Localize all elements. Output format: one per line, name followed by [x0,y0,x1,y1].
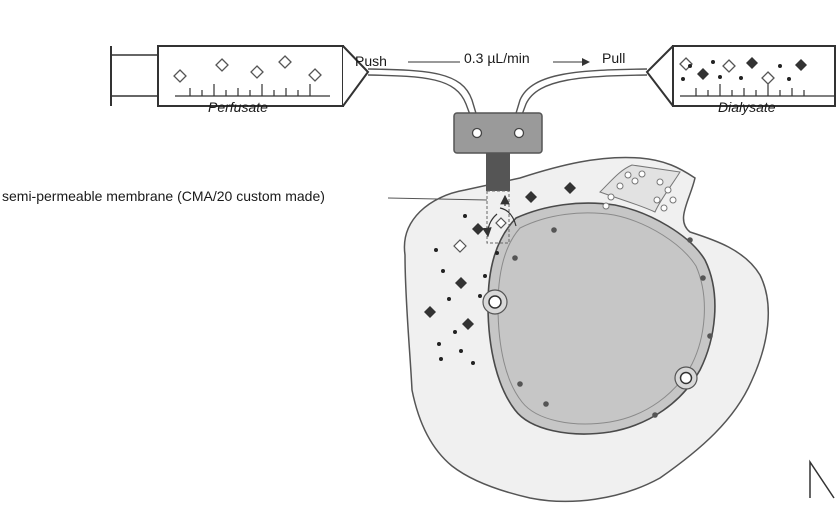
syringe-barrel-dialysate [672,45,836,107]
diamond-open-icon [173,55,322,83]
cropped-mark [809,459,835,499]
dialysate-syringe [645,45,836,107]
membrane-label: semi-permeable membrane (CMA/20 custom m… [2,188,325,204]
push-label: Push [355,53,387,69]
syringe-tip-perfusate [342,45,370,107]
dot-icon [681,60,791,81]
syringe-ticks [189,84,311,96]
channel-complex [482,289,698,390]
flow-rate-label: 0.3 µL/min [464,50,530,66]
microdialysis-probe [453,112,543,244]
dot-icon [434,214,499,365]
cell-nucleus [487,202,716,435]
dialysate-label: Dialysate [718,99,776,115]
membrane-vesicles [602,170,677,212]
diamond-open-icon [679,57,775,85]
syringe-tip-dialysate [645,45,674,107]
diamond-filled-icon [424,182,576,330]
perfusate-syringe [110,45,370,107]
diamond-open-icon [453,239,467,253]
pull-label: Pull [602,50,625,66]
membrane-leader-line [387,197,488,201]
diamond-filled-icon [697,57,807,80]
perfusate-label: Perfusate [208,99,268,115]
nuclear-pores [512,227,713,418]
probe-tubing [367,68,648,121]
syringe-ticks [695,84,805,96]
probe-shaft [486,153,510,191]
semi-permeable-membrane [486,190,510,244]
cell [403,156,770,503]
probe-head [453,112,543,154]
diamond-open-icon [495,217,507,229]
diffusion-arrows [482,194,517,238]
